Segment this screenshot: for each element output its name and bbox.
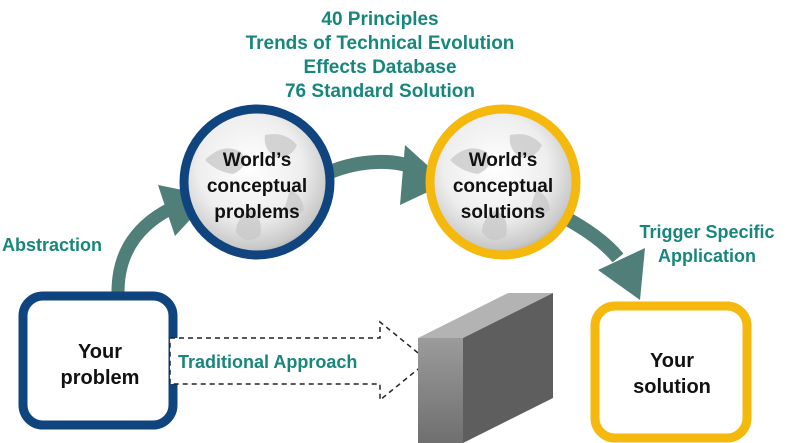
your-solution-box [590, 301, 752, 443]
tool-item: Trends of Technical Evolution [245, 33, 515, 54]
trigger-label-line: Application [658, 246, 756, 266]
trigger-label: Trigger Specific Application [614, 220, 800, 268]
your-problem-line: Your [77, 341, 123, 363]
tool-item: Effects Database [303, 57, 457, 78]
abstraction-label: Abstraction [2, 235, 103, 255]
globe-problems-label: World’s conceptual problems [192, 148, 322, 226]
your-problem-label: Your problem [40, 339, 160, 391]
your-solution-line: solution [633, 376, 711, 398]
globe-to-globe-arrow [327, 145, 447, 205]
trigger-label-line: Trigger Specific [639, 222, 775, 242]
traditional-arrow [169, 320, 430, 402]
globe-problems [179, 104, 335, 260]
globe-problems-line: World’s [222, 150, 292, 171]
wall-block [418, 293, 553, 443]
globe-solutions-line: World’s [468, 150, 538, 171]
globe-solutions-line: solutions [460, 202, 546, 223]
globe-problems-line: problems [214, 202, 300, 223]
tool-item: 40 Principles [321, 9, 439, 30]
tool-item: 76 Standard Solution [284, 81, 476, 102]
triz-tools-list: 40 Principles Trends of Technical Evolut… [205, 8, 555, 104]
globe-solutions-line: conceptual [452, 176, 554, 197]
your-solution-label: Your solution [612, 348, 732, 400]
your-solution-line: Your [649, 350, 695, 372]
globe-problems-line: conceptual [206, 176, 308, 197]
globe-solutions [425, 104, 581, 260]
globe-solutions-label: World’s conceptual solutions [438, 148, 568, 226]
traditional-approach-label: Traditional Approach [178, 352, 358, 372]
your-problem-line: problem [60, 367, 140, 389]
